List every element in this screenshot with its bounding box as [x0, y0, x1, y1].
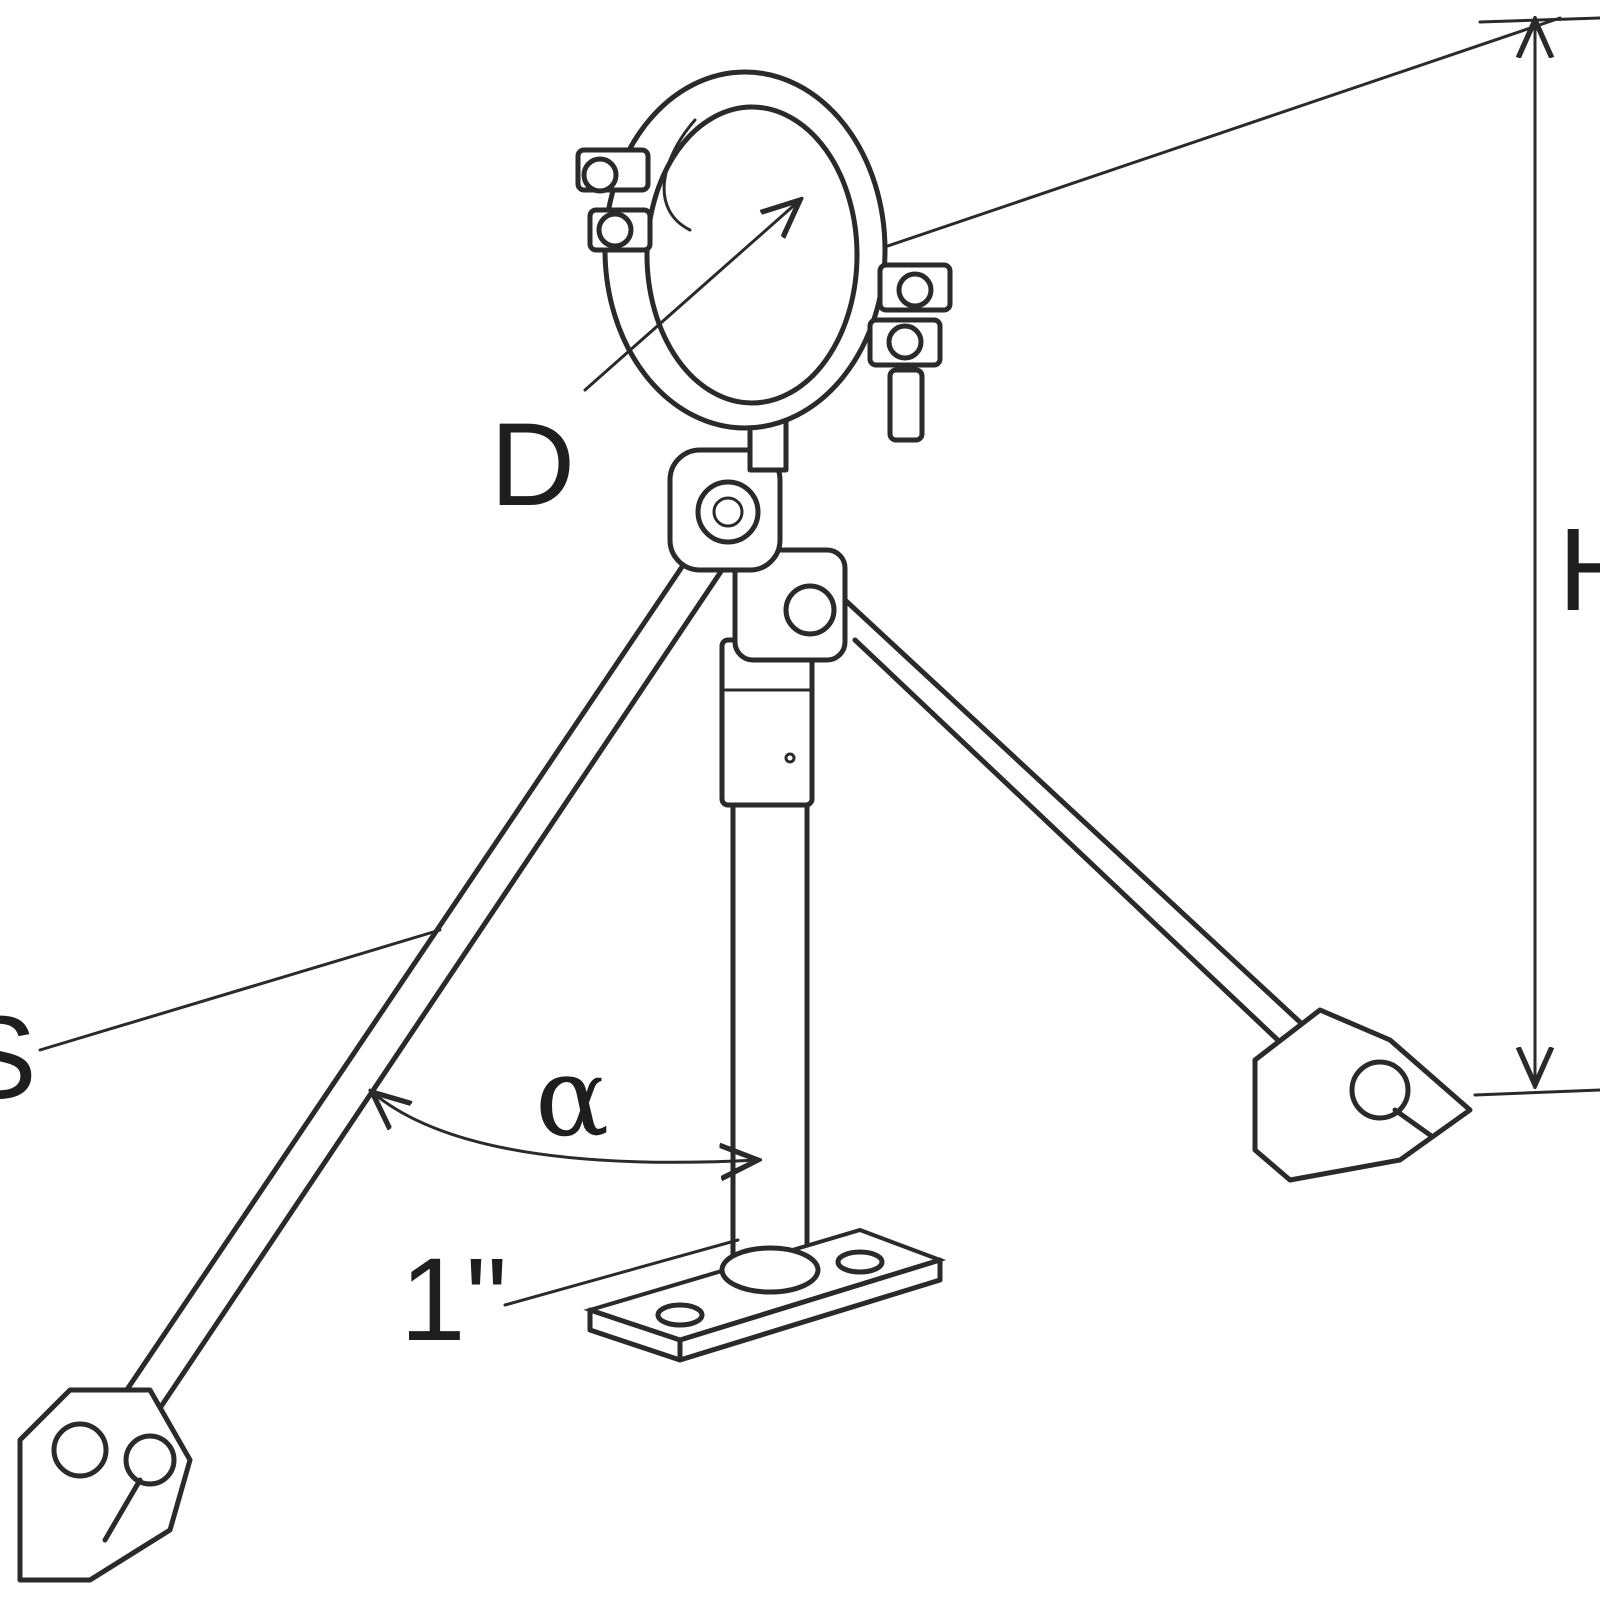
label-height: H — [1558, 504, 1600, 636]
angle-arc — [372, 1092, 758, 1162]
label-strut: S — [0, 992, 37, 1124]
base-plate — [583, 1227, 947, 1363]
right-anchor-bracket — [1252, 1007, 1473, 1183]
central-post — [719, 547, 848, 1263]
height-dimension — [1473, 18, 1600, 1097]
label-diameter: D — [490, 399, 575, 531]
pipe-clamp — [575, 69, 953, 443]
label-angle: α — [535, 1033, 609, 1161]
left-clamp-bolts — [575, 147, 653, 253]
diameter-dimension — [583, 200, 800, 392]
thread-leader-line — [503, 1238, 740, 1307]
left-strut — [117, 552, 725, 1423]
left-anchor-bracket — [17, 1387, 193, 1583]
label-thread: 1" — [400, 1234, 508, 1366]
right-clamp-bolts — [867, 262, 953, 443]
strut-leader-line — [38, 928, 442, 1052]
upper-pivot-joint — [667, 412, 789, 573]
right-strut — [842, 597, 1333, 1083]
